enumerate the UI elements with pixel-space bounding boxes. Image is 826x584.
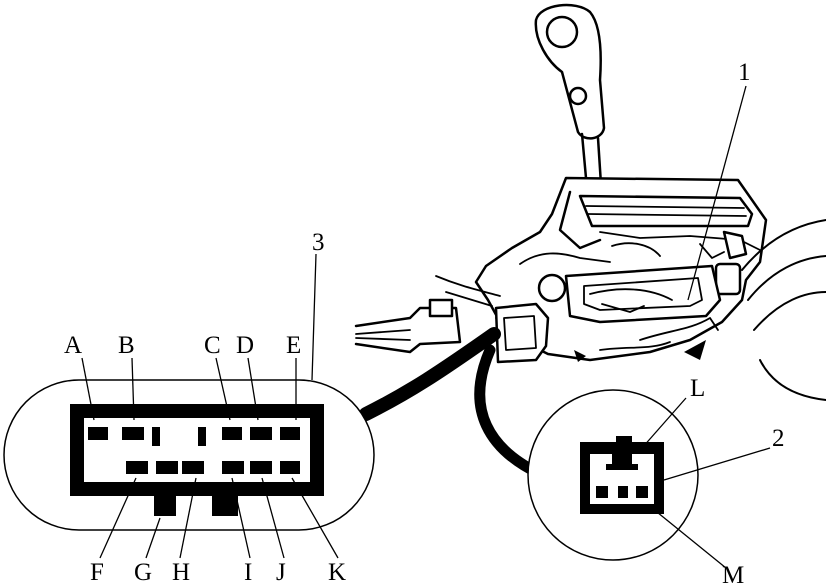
- latch-tab-left: [154, 494, 176, 516]
- terminal-blank-2: [198, 427, 206, 446]
- terminal-M-2: [618, 486, 628, 498]
- pin-label-I: I: [244, 559, 252, 584]
- cable-bracket: [354, 275, 521, 354]
- pin-label-G: G: [134, 559, 152, 584]
- connector-2-lock: [612, 452, 632, 466]
- position-switch: [537, 264, 722, 324]
- shift-lever: [534, 3, 606, 202]
- terminal-K: [280, 461, 300, 474]
- terminal-F: [126, 461, 148, 474]
- connector-3-detail: A B C D E F G H I J K: [3, 253, 375, 584]
- pin-label-A: A: [64, 332, 82, 359]
- label-L: L: [690, 375, 705, 402]
- pin-labels-top: A B C D E: [64, 332, 301, 359]
- pin-label-H: H: [172, 559, 190, 584]
- pin-label-D: D: [236, 332, 254, 359]
- connector-2-leaders: [641, 397, 771, 569]
- terminal-A: [88, 427, 108, 440]
- cable-to-connector-3: [359, 327, 501, 421]
- pin-label-F: F: [90, 559, 104, 584]
- pin-labels-bottom: F G H I J K: [90, 559, 346, 584]
- terminal-blank-1: [152, 427, 160, 446]
- wiring-harness: [359, 327, 546, 480]
- connector-2-detail: L M: [527, 375, 771, 584]
- terminal-C: [222, 427, 242, 440]
- callout-1-leader: [687, 85, 747, 301]
- terminal-D: [250, 427, 272, 440]
- terminal-I: [222, 461, 244, 474]
- label-M: M: [722, 562, 744, 584]
- pin-label-J: J: [276, 559, 286, 584]
- cable-to-switch-2: [474, 344, 546, 480]
- shift-lever-assembly: [354, 3, 826, 401]
- terminals-bottom: [126, 461, 300, 474]
- terminal-M-1: [596, 486, 608, 498]
- callout-3: 3: [312, 229, 325, 256]
- latch-tab-right: [212, 494, 238, 516]
- terminal-M-3: [636, 486, 648, 498]
- terminal-E: [280, 427, 300, 440]
- pin-label-K: K: [328, 559, 346, 584]
- callouts: 1 2 3: [312, 59, 785, 452]
- terminal-J: [250, 461, 272, 474]
- terminal-B: [122, 427, 144, 440]
- pin-label-C: C: [204, 332, 221, 359]
- terminal-G: [156, 461, 178, 474]
- housing-connector: [494, 302, 550, 364]
- connector-2-terminals: [596, 486, 648, 498]
- console-trim: [741, 219, 826, 401]
- pin-label-B: B: [118, 332, 135, 359]
- pin-label-E: E: [286, 332, 301, 359]
- callout-2: 2: [772, 425, 785, 452]
- connector-2-key: [606, 464, 638, 470]
- terminals-top: [88, 427, 300, 446]
- callout-1: 1: [738, 59, 751, 86]
- pin-leader-lines: [81, 253, 339, 559]
- terminal-H: [182, 461, 204, 474]
